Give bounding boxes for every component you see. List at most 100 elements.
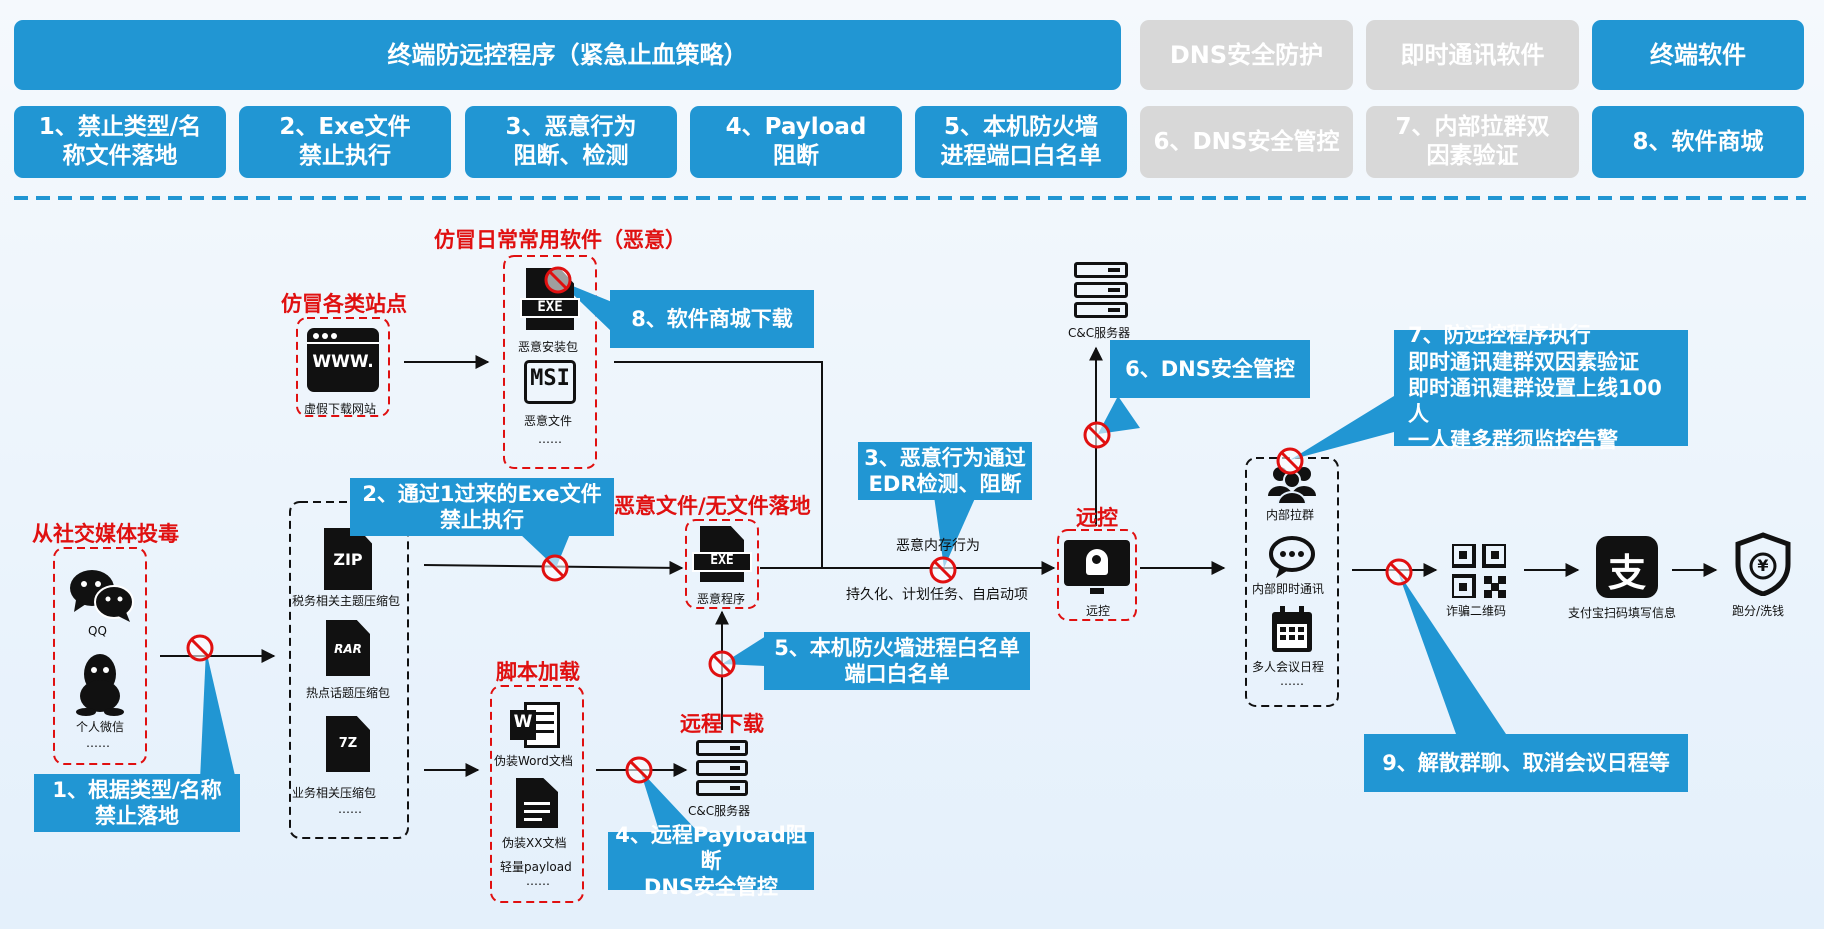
- label-fake-software: 仿冒日常常用软件（恶意）: [434, 228, 686, 252]
- no-sign-icon-2: [541, 554, 569, 582]
- step-3-box: 3、恶意行为 阻断、检测: [465, 106, 677, 178]
- alipay-glyph: 支: [1607, 551, 1646, 595]
- frame-fake-software: [503, 255, 597, 469]
- no-sign-icon-8: [544, 266, 572, 294]
- internal-im-label: 内部即时通讯: [1252, 582, 1325, 596]
- zip-archive-icon: ZIP: [320, 528, 376, 590]
- callout-3: 3、恶意行为通过 EDR检测、阻断: [858, 442, 1032, 500]
- im-title-bar: 即时通讯软件: [1366, 20, 1579, 90]
- frame-script: [490, 685, 584, 903]
- callout-8: 8、软件商城下载: [610, 290, 814, 348]
- pointer-c7: [1290, 396, 1394, 460]
- archives-ellipsis: ……: [338, 802, 362, 816]
- sw-title-bar: 终端软件: [1592, 20, 1804, 90]
- software-ellipsis: ……: [538, 432, 562, 446]
- mal-installer-label: 恶意安装包: [518, 340, 579, 354]
- step-8-box: 8、软件商城: [1592, 106, 1804, 178]
- frame-social: [53, 547, 147, 765]
- no-sign-icon-7: [1276, 447, 1304, 475]
- document-icon: [516, 778, 558, 828]
- no-sign-icon-6: [1083, 421, 1111, 449]
- rar-text: RAR: [334, 642, 362, 656]
- zip-text: ZIP: [333, 550, 363, 569]
- chat-bubble-icon: [1269, 536, 1315, 578]
- no-sign-icon-1: [186, 634, 214, 662]
- callout-7: 7、防远控程序执行 即时通讯建群双因素验证 即时通讯建群设置上线100人 一人建…: [1394, 323, 1688, 452]
- callout-5: 5、本机防火墙进程白名单 端口白名单: [764, 632, 1030, 690]
- step-1-box: 1、禁止类型/名 称文件落地: [14, 106, 226, 178]
- frame-remote: [1057, 529, 1137, 621]
- exe-text: EXE: [537, 299, 563, 315]
- no-sign-icon-5: [708, 650, 736, 678]
- callout-2: 2、通过1过来的Exe文件 禁止执行: [350, 478, 614, 536]
- cc-server-icon-top: [1074, 262, 1128, 318]
- no-sign-icon-9: [1385, 558, 1413, 586]
- callout-4: 4、远程Payload阻断 DNS安全管控: [608, 823, 814, 899]
- 7z-archive-icon: 7Z: [322, 716, 374, 772]
- tax-zip-label: 税务相关主题压缩包: [292, 594, 401, 608]
- callout-6: 6、DNS安全管控: [1110, 340, 1310, 398]
- hot-zip-label: 热点话题压缩包: [306, 686, 391, 700]
- callout-1: 1、根据类型/名称 禁止落地: [34, 774, 240, 832]
- wechat-bubbles-icon: [70, 570, 134, 622]
- cc-server-label-lower: C&C服务器: [688, 804, 751, 818]
- social-ellipsis: ……: [86, 736, 110, 750]
- label-social-poison: 从社交媒体投毒: [32, 522, 179, 546]
- fake-xx-label: 伪装XX文档: [502, 836, 567, 850]
- label-remote-control: 远控: [1076, 506, 1118, 530]
- meeting-label: 多人会议日程: [1252, 660, 1325, 674]
- im-ellipsis: ……: [1280, 674, 1304, 688]
- mem-behavior-label: 恶意内存行为: [896, 538, 980, 554]
- qq-penguin-icon: [76, 654, 124, 716]
- alipay-icon: 支: [1596, 536, 1658, 598]
- script-ellipsis: ……: [526, 874, 550, 888]
- msi-text: MSI: [530, 366, 570, 391]
- main-title-bar: 终端防远控程序（紧急止血策略）: [14, 20, 1121, 90]
- frame-landing: [685, 519, 759, 609]
- mal-file-label: 恶意文件: [524, 414, 573, 428]
- qq-label: QQ: [88, 624, 107, 638]
- exe-text-2: EXE: [710, 553, 734, 568]
- line-software-to-main: [614, 361, 823, 568]
- remote-monitor-icon: [1064, 540, 1130, 596]
- mal-prog-label: 恶意程序: [697, 592, 746, 606]
- frame-archives: [289, 501, 409, 839]
- pointer-c9: [1398, 572, 1506, 734]
- label-script-load: 脚本加载: [496, 660, 580, 684]
- label-fake-sites: 仿冒各类站点: [281, 292, 407, 316]
- pointer-c3: [934, 496, 976, 568]
- malicious-program-icon: EXE: [692, 526, 752, 582]
- pointer-c4: [640, 770, 700, 834]
- pointer-c6: [1098, 396, 1140, 434]
- callout-9: 9、解散群聊、取消会议日程等: [1364, 734, 1688, 792]
- launder-label: 跑分/洗钱: [1732, 604, 1785, 618]
- dns-title-bar: DNS安全防护: [1140, 20, 1353, 90]
- fake-site-label: 虚假下载网站: [304, 402, 377, 416]
- browser-www-icon: WWW.: [307, 328, 379, 392]
- www-text: WWW.: [312, 352, 374, 372]
- wechat-label: 个人微信: [76, 720, 125, 734]
- persist-label: 持久化、计划任务、自启动项: [846, 587, 1028, 603]
- word-doc-icon: W: [510, 702, 562, 748]
- label-landing: 恶意文件/无文件落地: [614, 494, 811, 518]
- shield-yuan-icon: [1735, 532, 1791, 596]
- label-remote-download: 远程下载: [680, 712, 764, 736]
- calendar-icon: [1272, 606, 1312, 652]
- remote-label: 远控: [1086, 604, 1111, 618]
- msi-file-icon: MSI: [524, 360, 576, 404]
- yuan-glyph: ¥: [1757, 556, 1769, 575]
- qr-code-icon: [1452, 544, 1506, 598]
- step-5-box: 5、本机防火墙 进程端口白名单: [915, 106, 1127, 178]
- fake-word-label: 伪装Word文档: [494, 754, 573, 768]
- cc-server-label-top: C&C服务器: [1068, 326, 1131, 340]
- step-2-box: 2、Exe文件 禁止执行: [239, 106, 451, 178]
- internal-group-label: 内部拉群: [1266, 508, 1315, 522]
- pointer-c1: [200, 650, 236, 780]
- cc-server-icon-lower: [696, 740, 748, 796]
- alipay-label: 支付宝扫码填写信息: [1568, 606, 1677, 620]
- no-sign-icon-4: [625, 756, 653, 784]
- rar-archive-icon: RAR: [322, 620, 374, 676]
- step-6-box: 6、DNS安全管控: [1140, 106, 1353, 178]
